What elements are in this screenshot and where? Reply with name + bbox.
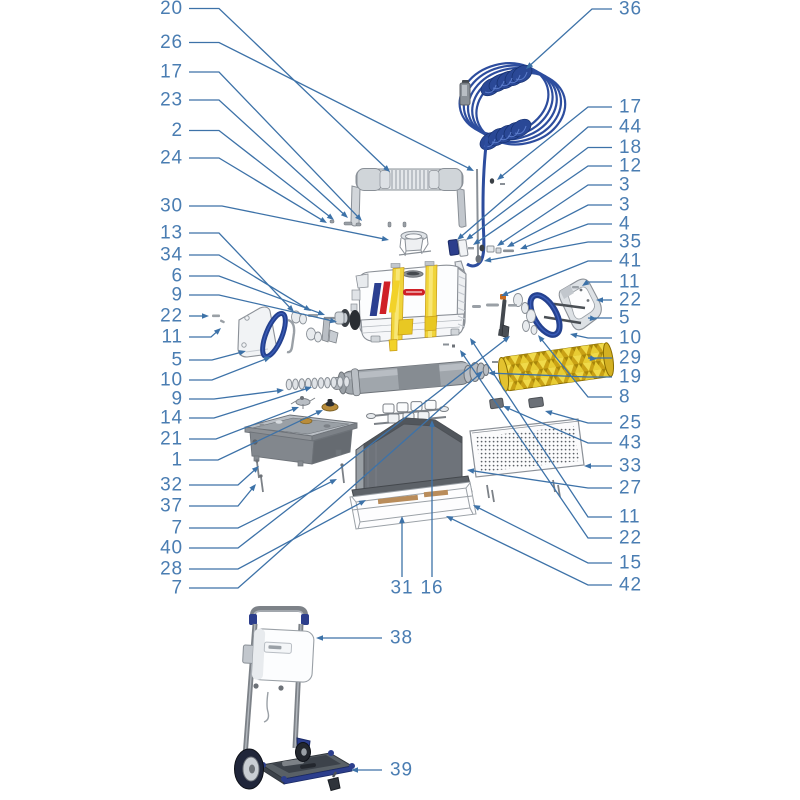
svg-text:30: 30 — [160, 196, 183, 217]
svg-text:13: 13 — [160, 223, 183, 244]
svg-text:5: 5 — [172, 350, 183, 371]
svg-text:26: 26 — [160, 32, 183, 53]
svg-text:11: 11 — [161, 327, 183, 348]
svg-text:24: 24 — [160, 148, 183, 169]
svg-text:18: 18 — [619, 137, 642, 158]
svg-text:40: 40 — [160, 538, 183, 559]
svg-text:17: 17 — [160, 62, 183, 83]
svg-text:38: 38 — [390, 628, 413, 649]
svg-text:19: 19 — [619, 367, 642, 388]
svg-text:8: 8 — [619, 387, 630, 408]
svg-text:1: 1 — [172, 450, 183, 471]
svg-text:39: 39 — [390, 760, 413, 781]
svg-text:11: 11 — [619, 272, 641, 293]
svg-text:22: 22 — [619, 528, 642, 549]
svg-text:41: 41 — [619, 251, 642, 272]
svg-text:7: 7 — [172, 518, 183, 539]
svg-text:20: 20 — [160, 0, 183, 19]
svg-text:33: 33 — [619, 456, 642, 477]
svg-text:10: 10 — [160, 370, 183, 391]
svg-text:21: 21 — [160, 429, 183, 450]
svg-text:9: 9 — [172, 389, 183, 410]
svg-text:15: 15 — [619, 553, 642, 574]
svg-text:28: 28 — [160, 559, 183, 580]
svg-text:22: 22 — [160, 306, 183, 327]
svg-text:16: 16 — [421, 578, 444, 599]
svg-text:31: 31 — [391, 578, 414, 599]
svg-text:14: 14 — [160, 408, 183, 429]
svg-text:22: 22 — [619, 290, 642, 311]
svg-text:23: 23 — [160, 90, 183, 111]
svg-text:27: 27 — [619, 478, 642, 499]
svg-text:4: 4 — [619, 214, 630, 235]
svg-text:25: 25 — [619, 413, 642, 434]
svg-text:44: 44 — [619, 117, 642, 138]
svg-text:7: 7 — [172, 578, 183, 599]
svg-text:3: 3 — [619, 175, 630, 196]
svg-text:2: 2 — [172, 120, 183, 141]
svg-text:5: 5 — [619, 308, 630, 329]
svg-text:34: 34 — [160, 245, 183, 266]
svg-text:35: 35 — [619, 232, 642, 253]
svg-text:9: 9 — [172, 285, 183, 306]
svg-text:6: 6 — [172, 266, 183, 287]
svg-text:36: 36 — [619, 0, 642, 20]
svg-text:17: 17 — [619, 97, 642, 118]
svg-text:10: 10 — [619, 328, 642, 349]
svg-text:42: 42 — [619, 575, 642, 596]
svg-text:12: 12 — [619, 156, 642, 177]
svg-text:37: 37 — [160, 496, 183, 517]
svg-text:11: 11 — [619, 507, 641, 528]
svg-text:32: 32 — [160, 475, 183, 496]
svg-text:43: 43 — [619, 433, 642, 454]
svg-text:3: 3 — [619, 195, 630, 216]
svg-text:29: 29 — [619, 348, 642, 369]
